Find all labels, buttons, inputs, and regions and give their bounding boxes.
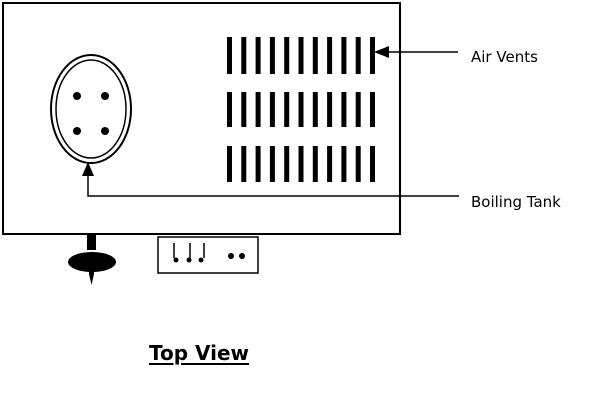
vent-slat [241, 37, 247, 74]
tank-dot [73, 127, 81, 135]
vent-slat [327, 92, 333, 127]
boiling-tank [50, 54, 132, 164]
vent-slat [355, 37, 361, 74]
vent-slat [255, 37, 261, 74]
vent-slat [341, 146, 347, 182]
vent-slat [327, 37, 333, 74]
boiling-tank-callout-arrow [82, 162, 459, 197]
control-dot [173, 257, 179, 263]
knob-icon [68, 234, 116, 285]
appliance-body [2, 2, 401, 235]
air-vents-callout-arrow [374, 46, 458, 58]
vent-slat [284, 37, 290, 74]
vent-slat [312, 37, 318, 74]
vent-slat [255, 92, 261, 127]
boiling-tank-outer-ring [50, 54, 132, 164]
air-vents-label: Air Vents [471, 48, 538, 66]
vent-slat [284, 146, 290, 182]
vent-slat [298, 146, 304, 182]
tank-dot [101, 127, 109, 135]
vent-slat [298, 92, 304, 127]
vent-slat [355, 146, 361, 182]
vent-slat [355, 92, 361, 127]
vent-slat [341, 92, 347, 127]
control-panel [157, 236, 259, 274]
vent-slat [370, 92, 375, 127]
boiling-tank-inner-ring [55, 59, 127, 159]
control-dot [239, 253, 245, 259]
control-dot [198, 257, 204, 263]
vent-slat [227, 146, 232, 182]
vent-slat [269, 146, 275, 182]
vent-slat [312, 92, 318, 127]
control-dot [186, 257, 192, 263]
vent-slat [312, 146, 318, 182]
vent-slat [227, 92, 232, 127]
vent-slat [327, 146, 333, 182]
vent-slat [341, 37, 347, 74]
vent-slat [227, 37, 232, 74]
tank-dot [101, 92, 109, 100]
vent-slat [298, 37, 304, 74]
view-title: Top View [149, 341, 250, 365]
control-dot [228, 253, 234, 259]
vent-slat [269, 92, 275, 127]
vent-slat [370, 37, 375, 74]
tank-dot [73, 92, 81, 100]
vent-slat [241, 146, 247, 182]
vent-slat [269, 37, 275, 74]
vent-slat [284, 92, 290, 127]
air-vents [227, 37, 375, 182]
vent-slat [370, 146, 375, 182]
vent-slat [241, 92, 247, 127]
vent-slat [255, 146, 261, 182]
boiling-tank-label: Boiling Tank [471, 193, 561, 211]
